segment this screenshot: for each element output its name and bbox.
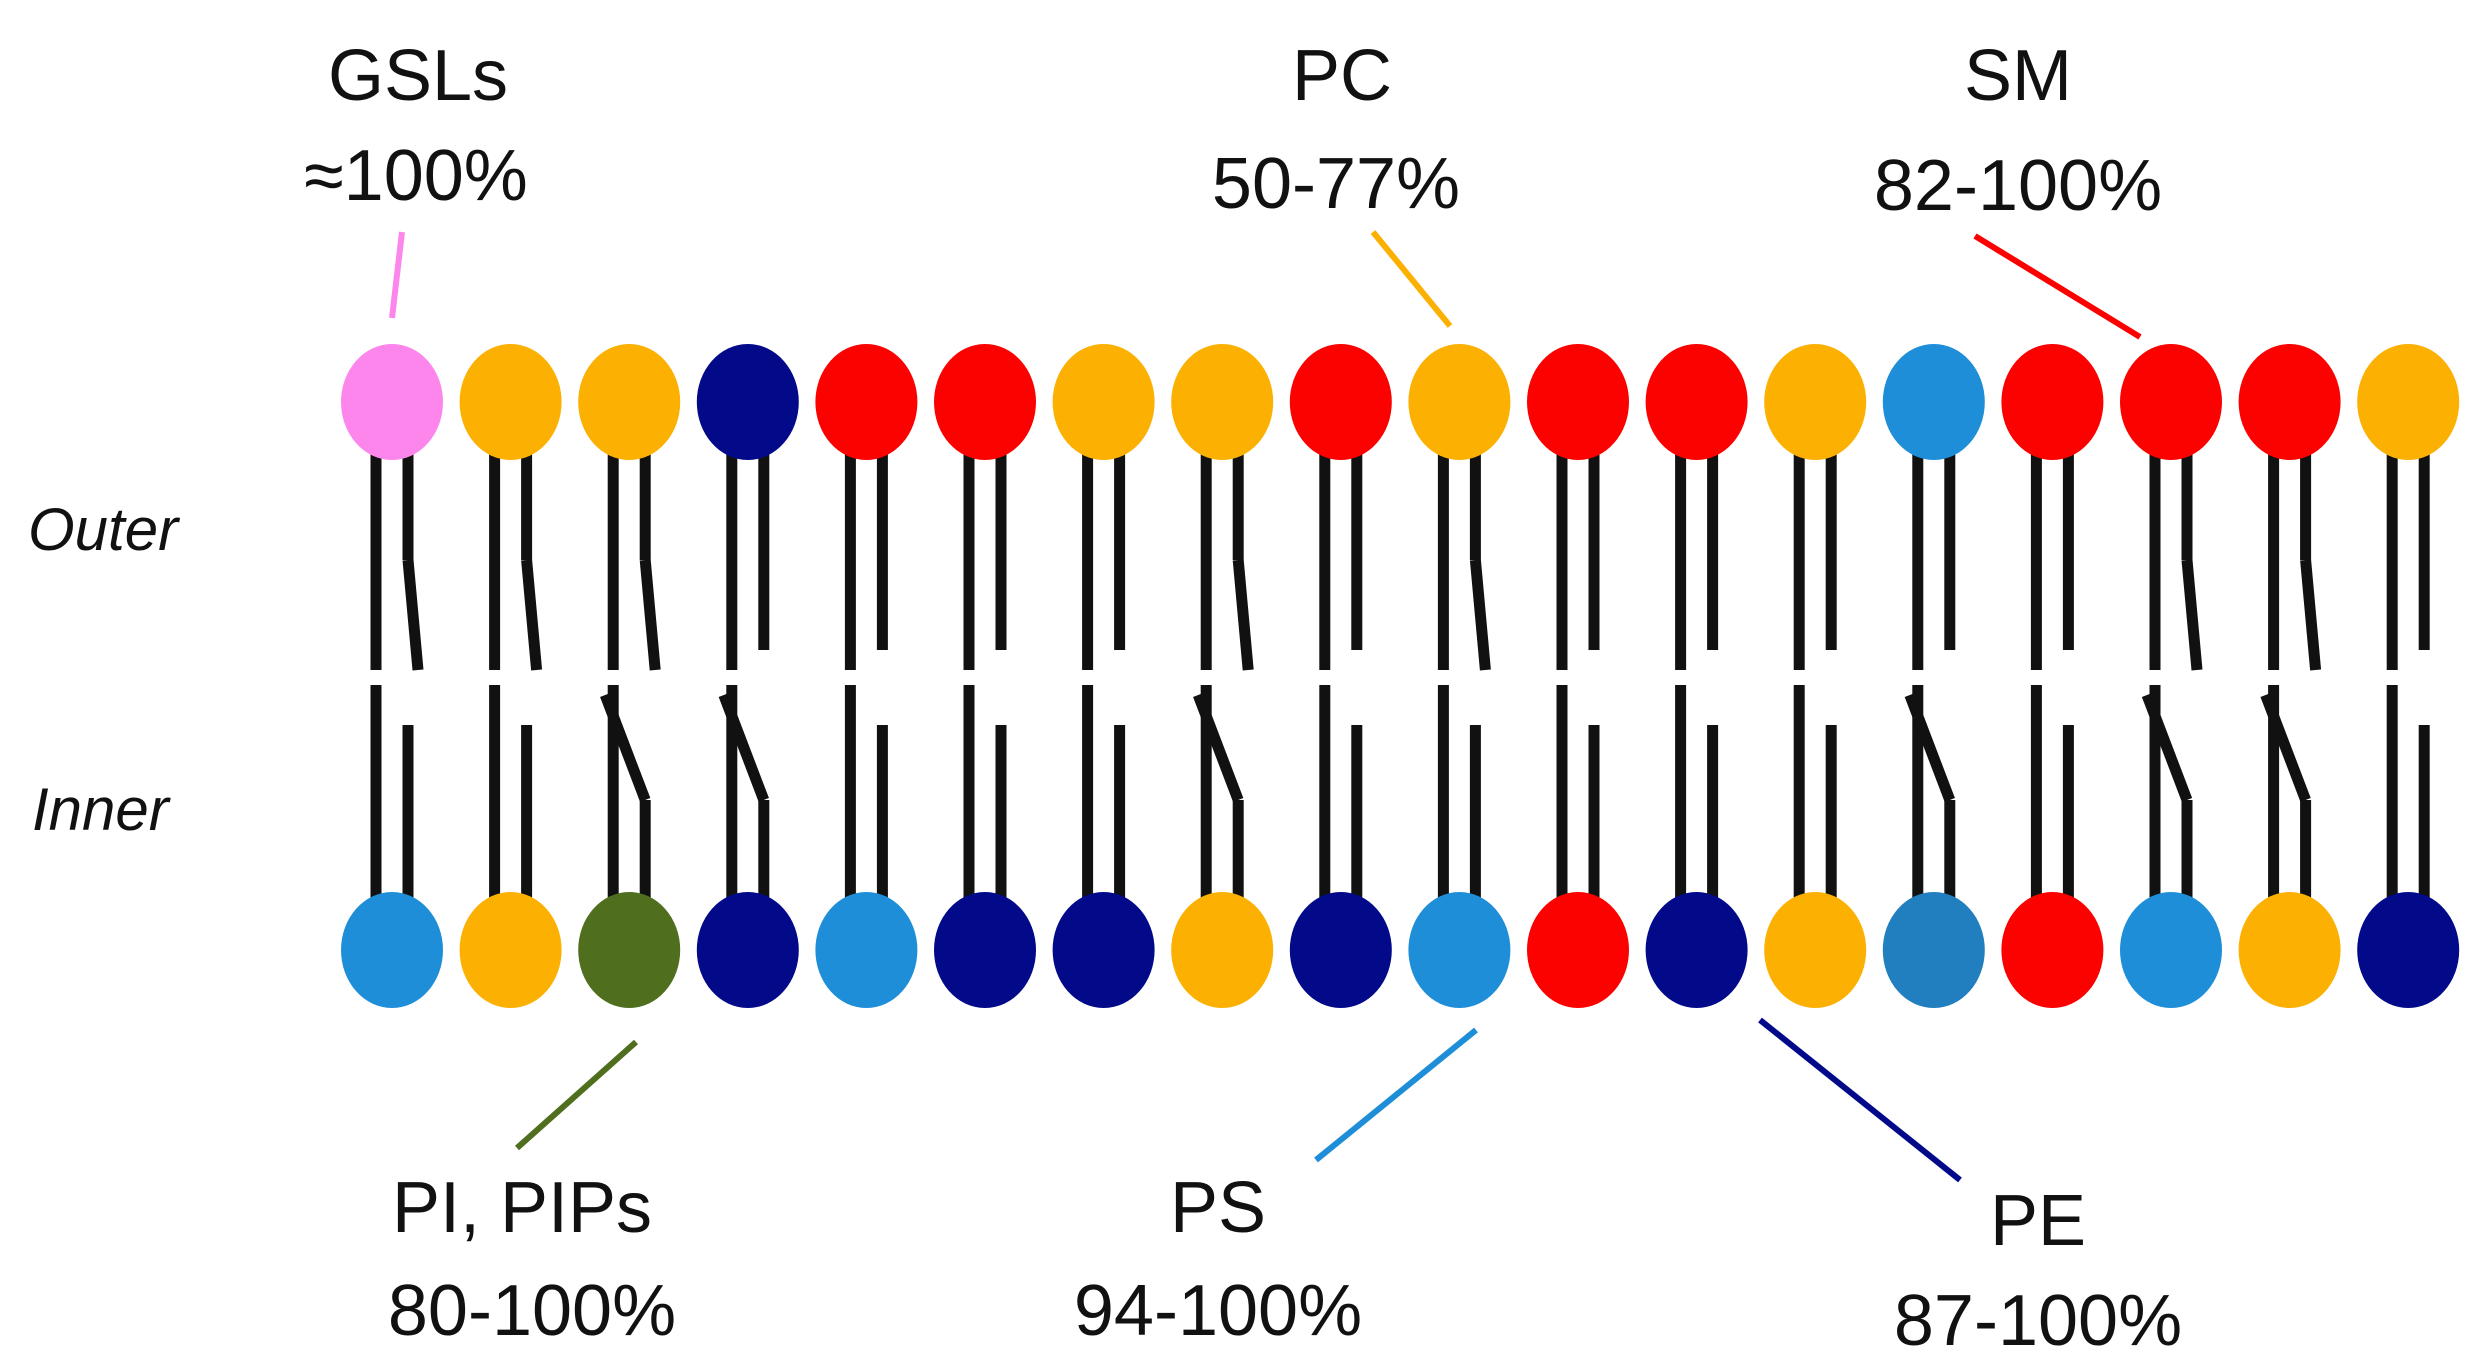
outer-head-10 [1408, 344, 1511, 460]
outer-head-16 [2120, 344, 2222, 460]
ps-percentage: 94-100% [1074, 1271, 1362, 1351]
outer-head-18 [2357, 344, 2460, 460]
outer-head-9 [1289, 344, 1392, 460]
inner-head-12 [1645, 892, 1748, 1008]
inner-head-1 [341, 892, 443, 1008]
outer-head-15 [2001, 344, 2104, 460]
lipid-tail [2181, 559, 2203, 671]
outer-head-13 [1764, 344, 1867, 460]
inner-head-8 [1171, 892, 1274, 1008]
outer-head-7 [1052, 344, 1155, 460]
pe-name: PE [1990, 1181, 2086, 1261]
lipid-tail [600, 693, 651, 802]
outer-head-11 [1527, 344, 1629, 460]
sm-name: SM [1964, 36, 2072, 116]
lipid-tail [639, 559, 661, 671]
inner-head-5 [815, 892, 918, 1008]
inner-leaflet-label: Inner [32, 776, 171, 843]
inner-head-17 [2238, 892, 2341, 1008]
inner-head-18 [2357, 892, 2460, 1008]
pi-name: PI, PIPs [392, 1168, 652, 1248]
ps-annotation: PS 94-100% [1074, 1168, 1362, 1351]
outer-head-6 [934, 344, 1036, 460]
inner-head-6 [934, 892, 1036, 1008]
lipid-heads [341, 344, 2460, 1008]
inner-head-13 [1764, 892, 1867, 1008]
lipid-tail [1469, 559, 1491, 671]
ps-leader-line [1314, 1027, 1478, 1163]
inner-head-14 [1882, 892, 1985, 1008]
lipid-tail [1232, 559, 1254, 671]
inner-head-15 [2001, 892, 2104, 1008]
inner-head-2 [459, 892, 562, 1008]
gsl-annotation: GSLs ≈100% [304, 36, 528, 216]
gsl-percentage: ≈100% [304, 136, 528, 216]
gsl-name: GSLs [328, 36, 508, 116]
pe-leader-line [1758, 1017, 1962, 1183]
pi-percentage: 80-100% [388, 1271, 676, 1351]
lipid-tail [718, 693, 769, 802]
pe-percentage: 87-100% [1894, 1281, 2182, 1361]
pc-leader-line [1370, 230, 1453, 328]
pe-annotation: PE 87-100% [1894, 1181, 2182, 1361]
lipid-tail [2260, 693, 2311, 802]
inner-head-16 [2120, 892, 2222, 1008]
outer-head-2 [459, 344, 562, 460]
lipid-tail [402, 559, 424, 671]
outer-head-12 [1645, 344, 1748, 460]
pi-leader-line [515, 1039, 638, 1151]
inner-head-3 [578, 892, 681, 1008]
outer-head-3 [578, 344, 681, 460]
sm-leader-line [1973, 233, 2142, 340]
outer-head-5 [815, 344, 918, 460]
lipid-tails [370, 452, 2430, 900]
pc-name: PC [1292, 36, 1392, 116]
pc-annotation: PC 50-77% [1212, 36, 1460, 224]
outer-head-4 [696, 344, 799, 460]
outer-head-1 [341, 344, 443, 460]
outer-head-17 [2238, 344, 2341, 460]
lipid-tail [521, 559, 543, 671]
pc-percentage: 50-77% [1212, 144, 1460, 224]
lipid-tail [1193, 693, 1244, 802]
lipid-tail [2300, 559, 2322, 671]
inner-head-10 [1408, 892, 1511, 1008]
sm-percentage: 82-100% [1874, 146, 2162, 226]
outer-leaflet-label: Outer [28, 496, 180, 563]
ps-name: PS [1170, 1168, 1266, 1248]
lipid-tail [2141, 693, 2193, 802]
inner-head-4 [696, 892, 799, 1008]
inner-head-9 [1289, 892, 1392, 1008]
pi-annotation: PI, PIPs 80-100% [388, 1168, 676, 1351]
outer-head-14 [1882, 344, 1985, 460]
lipid-tail [1904, 693, 1955, 802]
inner-head-11 [1527, 892, 1629, 1008]
inner-head-7 [1052, 892, 1155, 1008]
gsl-leader-line [389, 231, 405, 319]
outer-head-8 [1171, 344, 1274, 460]
sm-annotation: SM 82-100% [1874, 36, 2162, 226]
